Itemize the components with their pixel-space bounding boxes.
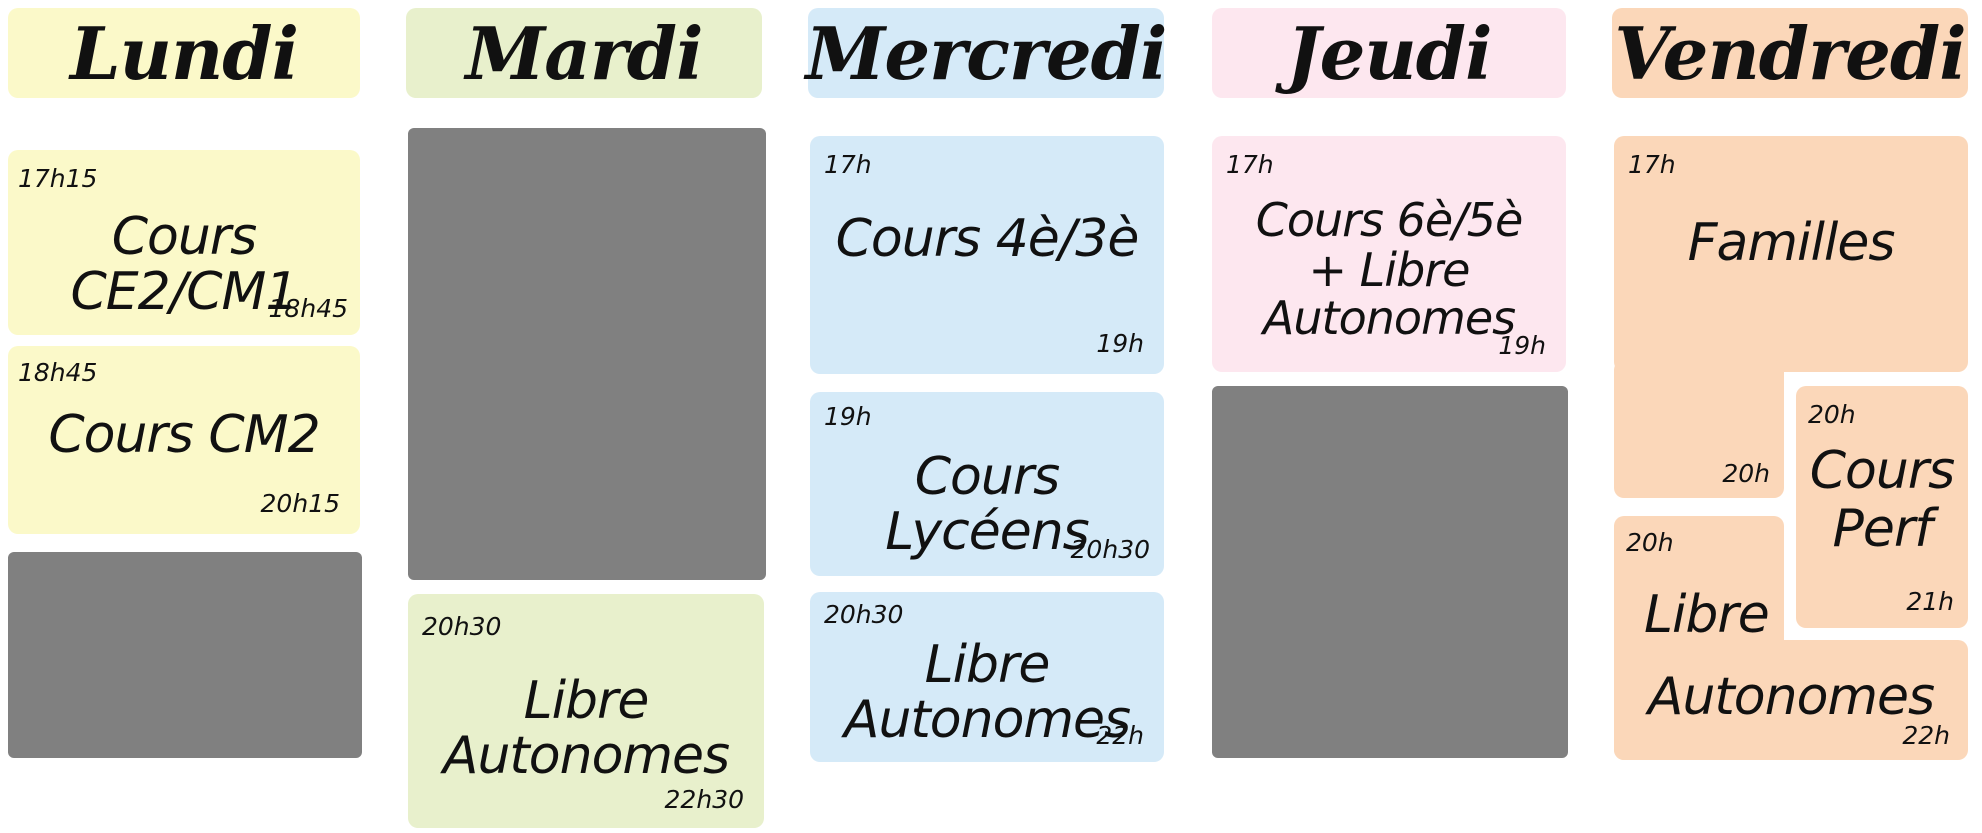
blocked-slot-mardi [408, 128, 766, 580]
start-time: 17h15 [18, 164, 98, 193]
day-header-jeudi: Jeudi [1212, 8, 1566, 98]
start-time: 17h [824, 150, 872, 179]
end-time: 22h [1902, 721, 1950, 750]
slot-mardi-libre-autonomes: 20h30 Libre Autonomes 22h30 [408, 594, 764, 828]
slot-mercredi-cours-lyceens: 19h Cours Lycéens 20h30 [810, 392, 1164, 576]
slot-jeudi-cours-6e-5e: 17h Cours 6è/5è + Libre Autonomes 19h [1212, 136, 1566, 372]
end-time: 20h [1722, 459, 1770, 488]
slot-vendredi-familles-bottom: 20h [1614, 360, 1784, 498]
slot-label: Cours 4è/3è [835, 209, 1140, 269]
slot-label: Cours CE2/CM1 [70, 207, 298, 322]
slot-label-line1: Cours [1809, 441, 1956, 501]
end-time: 20h15 [260, 489, 340, 518]
day-header-vendredi: Vendredi [1612, 8, 1968, 98]
slot-mercredi-cours-4e-3e: 17h Cours 4è/3è 19h [810, 136, 1164, 374]
slot-label-line2: + Libre Autonomes [1262, 243, 1516, 346]
slot-label-line2: Perf [1832, 499, 1932, 559]
blocked-slot-jeudi [1212, 386, 1568, 758]
end-time: 19h [1498, 331, 1546, 360]
slot-vendredi-cours-perf: 20h Cours Perf 21h [1796, 386, 1968, 628]
slot-label: Libre Autonomes [442, 671, 730, 786]
end-time: 18h45 [268, 294, 348, 323]
slot-label: Libre Autonomes [843, 635, 1131, 750]
start-time: 17h [1628, 150, 1676, 179]
slot-vendredi-libre-autonomes-bottom: Autonomes 22h [1614, 640, 1968, 760]
end-time: 19h [1096, 329, 1144, 358]
slot-label-line2: Autonomes [1647, 667, 1935, 727]
start-time: 20h30 [422, 612, 502, 641]
slot-vendredi-familles: 17h Familles [1614, 136, 1968, 372]
day-header-lundi: Lundi [8, 8, 360, 98]
slot-lundi-cours-ce2-cm1: 17h15 Cours CE2/CM1 18h45 [8, 150, 360, 335]
end-time: 22h [1096, 721, 1144, 750]
slot-label: Cours CM2 [48, 405, 320, 465]
end-time: 20h30 [1070, 535, 1150, 564]
day-header-mercredi: Mercredi [806, 8, 1167, 98]
slot-label-line1: Cours 6è/5è [1255, 193, 1524, 247]
end-time: 21h [1906, 587, 1954, 616]
start-time: 20h [1808, 400, 1856, 429]
start-time: 18h45 [18, 358, 98, 387]
slot-label: Cours Lycéens [885, 447, 1090, 562]
slot-lundi-cours-cm2: 18h45 Cours CM2 20h15 [8, 346, 360, 534]
start-time: 17h [1226, 150, 1274, 179]
slot-mercredi-libre-autonomes: 20h30 Libre Autonomes 22h [810, 592, 1164, 762]
end-time: 22h30 [664, 785, 744, 814]
blocked-slot-lundi [8, 552, 362, 758]
day-header-mardi: Mardi [406, 8, 762, 98]
start-time: 20h [1626, 528, 1674, 557]
start-time: 19h [824, 402, 872, 431]
start-time: 20h30 [824, 600, 904, 629]
slot-label-line1: Libre [1644, 585, 1770, 645]
slot-label: Familles [1687, 213, 1896, 273]
